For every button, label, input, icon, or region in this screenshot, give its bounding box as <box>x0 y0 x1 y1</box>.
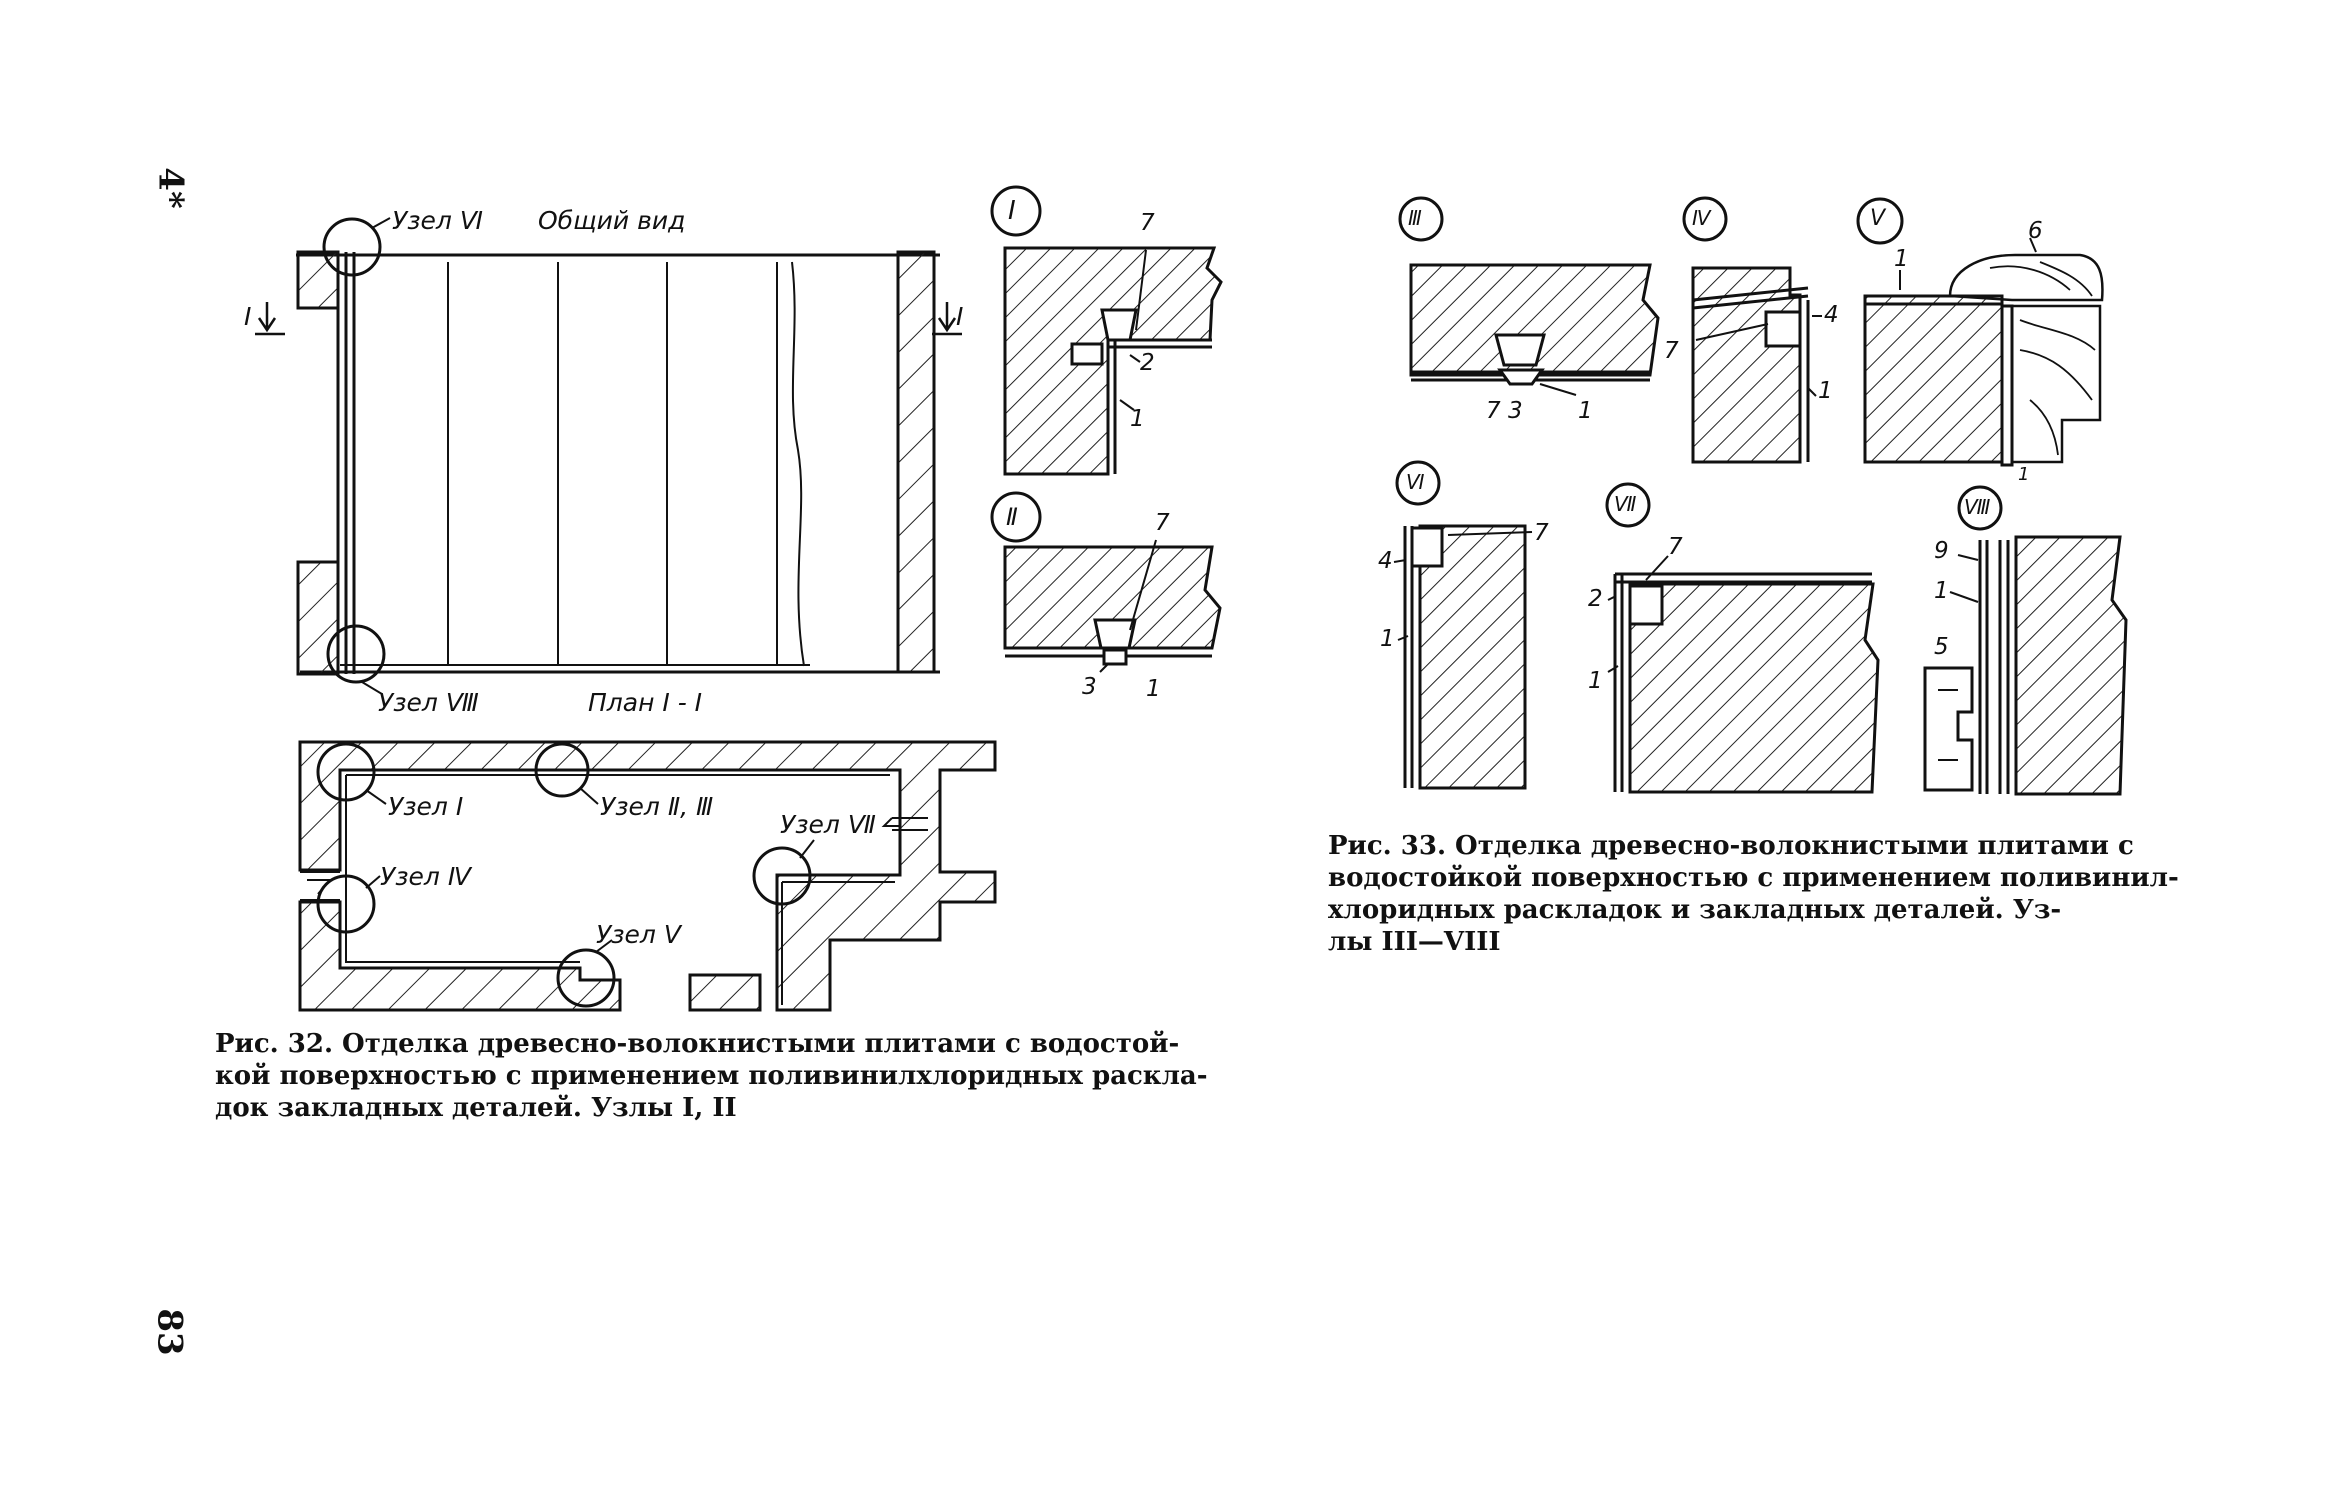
section-mark-right: I <box>956 302 964 331</box>
label-uzel-6: Узел Ⅵ <box>392 206 483 235</box>
detail-2-part: 1 <box>1146 676 1161 702</box>
detail-4-part: 7 <box>1664 338 1679 364</box>
detail-5-drawing <box>1856 197 2104 467</box>
detail-7-label: Ⅶ <box>1614 492 1637 516</box>
label-general-view: Общий вид <box>538 206 686 235</box>
detail-5-part: 1 <box>2018 464 2030 485</box>
detail-1-part: 7 <box>1140 210 1155 236</box>
label-plan: План I - I <box>588 688 703 717</box>
detail-2-part: 3 <box>1082 674 1097 700</box>
detail-7-part: 7 <box>1668 534 1683 560</box>
detail-6-part: 1 <box>1380 626 1395 652</box>
detail-3-drawing <box>1398 196 1660 396</box>
fig33-caption-line-1: Рис. 33. Отделка древесно-волокнистыми п… <box>1328 831 2134 861</box>
detail-4-label: Ⅳ <box>1692 206 1711 230</box>
detail-3-label: Ⅲ <box>1408 206 1422 230</box>
page-marker: 4* <box>150 167 191 209</box>
detail-2-part: 7 <box>1155 510 1170 536</box>
label-uzel-5: Узел Ⅴ <box>596 920 681 949</box>
page-number: 83 <box>149 1308 190 1356</box>
detail-5-part: 1 <box>1894 246 1909 272</box>
detail-1-drawing <box>990 185 1223 476</box>
detail-2-label: Ⅱ <box>1006 503 1018 531</box>
section-mark-left: I <box>244 302 252 331</box>
fig32-caption-line-3: док закладных деталей. Узлы I, II <box>215 1093 737 1123</box>
detail-8-part: 5 <box>1934 634 1949 660</box>
label-uzel-4: Узел Ⅳ <box>380 862 471 891</box>
detail-1-label: I <box>1008 196 1016 226</box>
detail-8-drawing <box>1923 485 2128 796</box>
fig33-caption-line-2: водостойкой поверхностью с применением п… <box>1328 863 2179 893</box>
detail-4-part: 4 <box>1824 302 1839 328</box>
fig32-caption-line-2: кой поверхностью с применением поливинил… <box>215 1061 1208 1091</box>
detail-2-drawing <box>990 491 1222 673</box>
detail-5-part: 6 <box>2028 218 2043 244</box>
detail-3-part: 1 <box>1578 398 1593 424</box>
fig32-caption-line-1: Рис. 32. Отделка древесно-волокнистыми п… <box>215 1029 1180 1059</box>
detail-7-drawing <box>1605 482 1880 794</box>
detail-8-part: 9 <box>1934 538 1949 564</box>
detail-3-part: 3 <box>1508 398 1523 424</box>
detail-6-label: Ⅵ <box>1406 470 1425 494</box>
detail-8-part: 1 <box>1934 578 1949 604</box>
label-uzel-2-3: Узел Ⅱ, Ⅲ <box>600 792 714 821</box>
detail-6-drawing <box>1393 460 1533 790</box>
fig33-caption-line-4: лы III—VIII <box>1328 927 1501 957</box>
general-view-elevation <box>255 217 962 695</box>
detail-7-part: 1 <box>1588 668 1603 694</box>
fig33-caption-line-3: хлоридных раскладок и закладных деталей.… <box>1328 895 2062 925</box>
detail-6-part: 4 <box>1378 548 1393 574</box>
detail-5-label: Ⅴ <box>1870 206 1886 231</box>
fig32-caption: Рис. 32. Отделка древесно-волокнистыми п… <box>215 1028 1225 1124</box>
detail-4-part: 1 <box>1818 378 1833 404</box>
detail-7-part: 2 <box>1588 586 1603 612</box>
label-uzel-8: Узел Ⅷ <box>378 688 479 717</box>
fig33-caption: Рис. 33. Отделка древесно-волокнистыми п… <box>1328 830 2183 958</box>
label-uzel-1: Узел I <box>388 792 464 821</box>
label-uzel-7: Узел Ⅶ <box>780 810 876 839</box>
detail-1-part: 2 <box>1140 350 1155 376</box>
detail-4-drawing <box>1682 196 1822 464</box>
detail-3-part: 7 <box>1486 398 1501 424</box>
detail-8-label: Ⅷ <box>1964 495 1991 519</box>
detail-6-part: 7 <box>1534 520 1549 546</box>
plan-section <box>298 740 997 1012</box>
detail-1-part: 1 <box>1130 406 1145 432</box>
